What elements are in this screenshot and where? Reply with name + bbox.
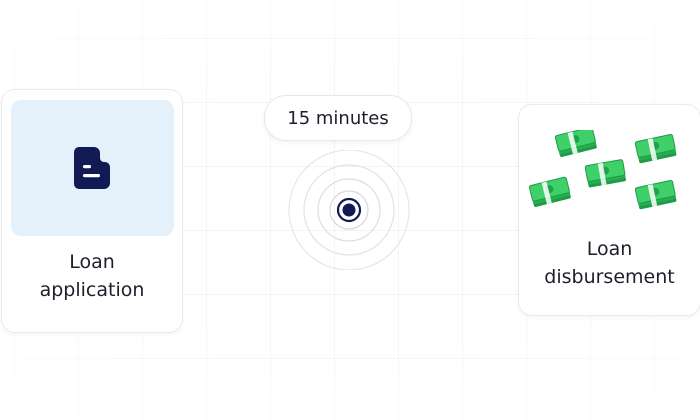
- label-line: Loan: [69, 251, 115, 273]
- cash-stack-icon: [528, 130, 678, 211]
- loan-application-label: Loan application: [2, 248, 182, 304]
- loan-disbursement-label: Loan disbursement: [519, 235, 700, 291]
- duration-pill: 15 minutes: [264, 95, 412, 141]
- progress-pulse-marker: [265, 150, 433, 270]
- label-line: application: [39, 279, 145, 301]
- icon-panel: [11, 100, 174, 236]
- document-icon: [74, 147, 110, 189]
- label-line: disbursement: [544, 266, 675, 288]
- duration-label: 15 minutes: [287, 107, 389, 129]
- label-line: Loan: [586, 238, 633, 260]
- loan-application-card: Loan application: [1, 89, 183, 333]
